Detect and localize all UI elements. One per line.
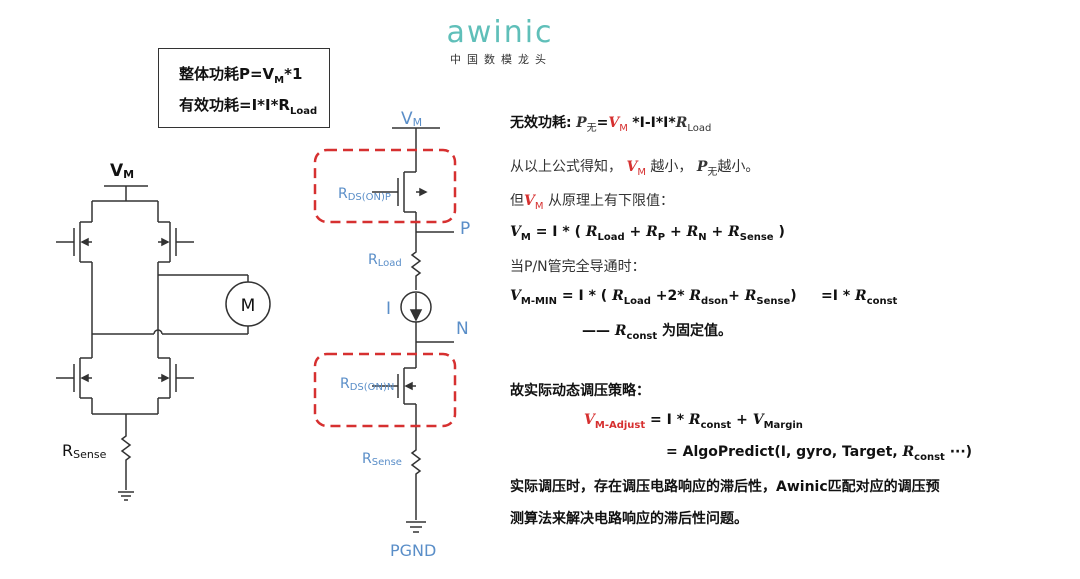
n-mosfet-highlight (313, 352, 457, 428)
hysteresis-description-1: 实际调压时，存在调压电路响应的滞后性，Awinic匹配对应的调压预 (510, 479, 940, 495)
mid-rsense-label: RSense (362, 451, 402, 468)
motor-symbol (225, 281, 271, 327)
algo-predict-formula: = AlgoPredict(I, gyro, Target, Rconst ··… (666, 444, 973, 463)
left-rsense-label: RSense (62, 441, 107, 461)
effective-power-formula: 有效功耗=I*I*RLoad (179, 96, 318, 117)
lower-limit-line: 但VM 从原理上有下限值： (510, 193, 674, 212)
node-n-label: N (456, 319, 469, 339)
mid-vm-label: VM (401, 109, 422, 129)
current-label: I (386, 299, 391, 319)
strategy-heading: 故实际动态调压策略： (510, 383, 650, 399)
p-mosfet-highlight (313, 148, 457, 224)
left-vm-label: VM (110, 161, 134, 181)
full-conduction-line: 当P/N管完全导通时： (510, 259, 646, 275)
rconst-note: —— Rconst 为固定值。 (582, 323, 733, 342)
logo-tagline: 中国数模龙头 (450, 53, 552, 66)
total-power-formula: 整体功耗P=VM*1 (179, 65, 303, 86)
vm-min-formula: VM-MIN = I * ( RLoad +2* Rdson+ RSense) … (510, 288, 898, 307)
h-bridge-circuit (56, 185, 249, 501)
power-formula-box: 整体功耗P=VM*1 有效功耗=I*I*RLoad (158, 48, 330, 128)
hysteresis-description-2: 测算法来解决电路响应的滞后性问题。 (510, 511, 748, 527)
motor-label: M (241, 296, 256, 316)
rds-on-p-label: RDS(ON)P (338, 186, 391, 203)
vm-formula: VM = I * ( RLoad + RP + RN + RSense ) (510, 224, 785, 243)
drive-circuit (372, 127, 454, 533)
pgnd-label: PGND (390, 541, 436, 560)
node-p-label: P (460, 219, 470, 239)
awinic-logo: awinic 中国数模龙头 (0, 18, 1080, 67)
logo-wordmark: awinic (446, 15, 554, 50)
conclusion-line: 从以上公式得知， VM 越小， P无越小。 (510, 159, 760, 178)
vm-adjust-formula: VM-Adjust = I * Rconst + VMargin (584, 412, 803, 431)
wasted-power-formula: 无效功耗: P无=VM *I-I*I*RLoad (510, 115, 712, 134)
circuit-diagrams: VM M RSense VM RDS(ON)P P RLoad I N RDS(… (56, 109, 470, 560)
rds-on-n-label: RDS(ON)N (340, 376, 394, 393)
rload-label: RLoad (368, 252, 402, 269)
